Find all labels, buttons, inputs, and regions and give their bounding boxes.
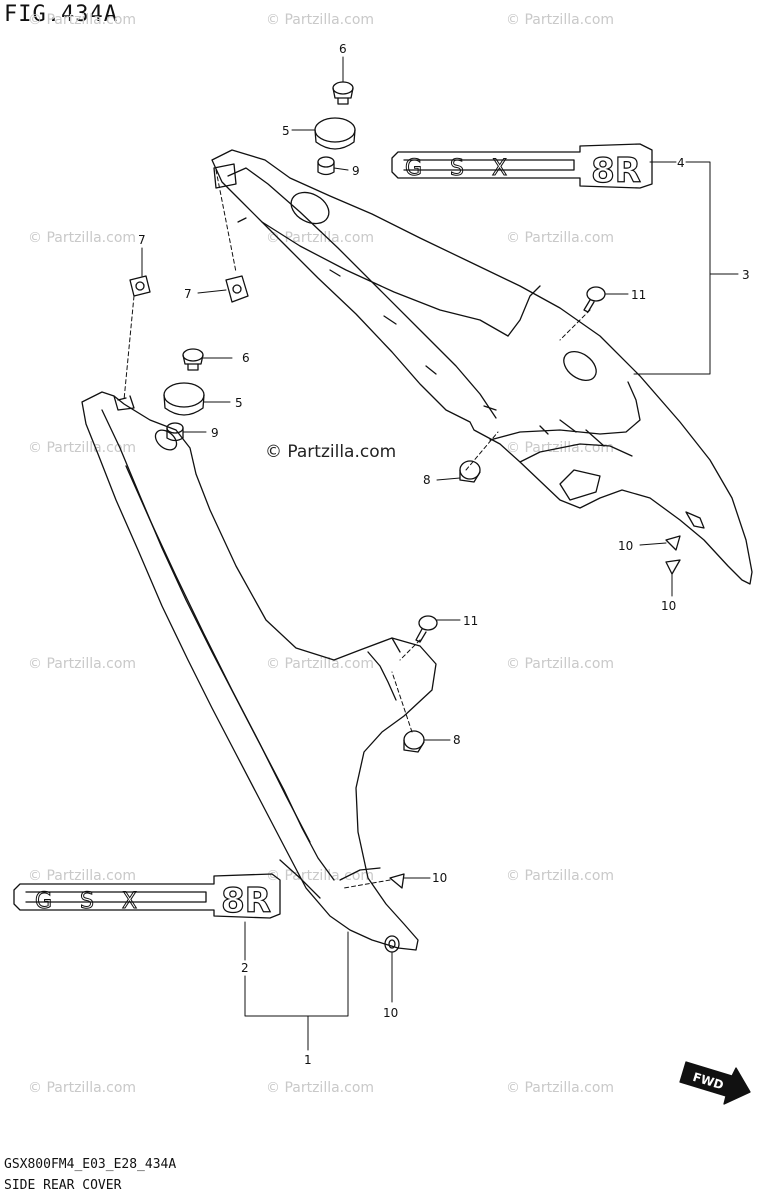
callout-11-upper[interactable]: 11 xyxy=(631,288,646,302)
callout-6-mid[interactable]: 6 xyxy=(242,351,250,365)
watermark: © Partzilla.com xyxy=(28,12,137,28)
watermark: © Partzilla.com xyxy=(506,656,615,672)
clip-part-10-right-a[interactable] xyxy=(665,535,681,551)
callout-2[interactable]: 2 xyxy=(241,961,249,975)
watermark: © Partzilla.com xyxy=(506,1080,615,1096)
callout-9-mid[interactable]: 9 xyxy=(211,426,219,440)
callout-10-lower-a[interactable]: 10 xyxy=(432,871,447,885)
spacer-part-9-top[interactable] xyxy=(317,156,335,176)
bolt-part-8-lower[interactable] xyxy=(403,730,425,753)
callout-10-right-b[interactable]: 10 xyxy=(661,599,676,613)
callout-8-upper[interactable]: 8 xyxy=(423,473,431,487)
badge-model-text: 8R xyxy=(221,881,271,921)
badge-model-text: 8R xyxy=(591,151,641,191)
badge-gsx-text: GSX xyxy=(405,156,535,181)
leader-lines xyxy=(123,56,739,1051)
right-side-cover[interactable] xyxy=(211,149,753,585)
screw-part-11-upper[interactable] xyxy=(583,286,606,313)
callout-5-top[interactable]: 5 xyxy=(282,124,290,138)
watermark: © Partzilla.com xyxy=(28,868,137,884)
cushion-part-6-mid[interactable] xyxy=(182,348,204,371)
gsx-badge-lower[interactable] xyxy=(13,873,281,919)
callout-10-lower-b[interactable]: 10 xyxy=(383,1006,398,1020)
nut-part-7-left[interactable] xyxy=(225,275,249,303)
callout-7-left[interactable]: 7 xyxy=(184,287,192,301)
spacer-part-9-mid[interactable] xyxy=(166,422,184,442)
watermark: © Partzilla.com xyxy=(28,656,137,672)
watermark: © Partzilla.com xyxy=(28,230,137,246)
cushion-part-6-top[interactable] xyxy=(332,81,354,105)
watermark: © Partzilla.com xyxy=(266,12,375,28)
screw-part-11-lower[interactable] xyxy=(415,615,438,643)
callout-9-top[interactable]: 9 xyxy=(352,164,360,178)
figure-code: GSX800FM4_E03_E28_434A xyxy=(4,1157,177,1172)
bolt-part-8-upper[interactable] xyxy=(459,460,481,483)
grommet-part-5-top[interactable] xyxy=(314,117,356,150)
center-watermark: © Partzilla.com xyxy=(265,442,397,462)
nut-part-7-top[interactable] xyxy=(129,275,151,297)
left-side-cover[interactable] xyxy=(81,391,437,951)
callout-7-top[interactable]: 7 xyxy=(138,233,146,247)
watermark: © Partzilla.com xyxy=(506,868,615,884)
gsx-badge-upper[interactable] xyxy=(391,143,653,189)
watermark: © Partzilla.com xyxy=(266,1080,375,1096)
callout-3[interactable]: 3 xyxy=(742,268,750,282)
badge-gsx-text: GSX xyxy=(35,889,165,914)
clip-part-10-lower-a[interactable] xyxy=(389,873,405,889)
watermark: © Partzilla.com xyxy=(28,440,137,456)
fwd-arrow xyxy=(679,1061,751,1105)
callout-1[interactable]: 1 xyxy=(304,1053,312,1067)
callout-5-mid[interactable]: 5 xyxy=(235,396,243,410)
figure-description: SIDE REAR COVER xyxy=(4,1178,122,1193)
callout-8-lower[interactable]: 8 xyxy=(453,733,461,747)
grommet-part-5-mid[interactable] xyxy=(163,382,205,416)
callout-10-right-a[interactable]: 10 xyxy=(618,539,633,553)
callout-11-lower[interactable]: 11 xyxy=(463,614,478,628)
watermark: © Partzilla.com xyxy=(28,1080,137,1096)
watermark: © Partzilla.com xyxy=(506,12,615,28)
watermark: © Partzilla.com xyxy=(506,230,615,246)
clip-part-10-right-b[interactable] xyxy=(665,559,681,575)
callout-6-top[interactable]: 6 xyxy=(339,42,347,56)
watermark: © Partzilla.com xyxy=(266,656,375,672)
figure-title: FIG.434A xyxy=(4,2,118,27)
callout-4[interactable]: 4 xyxy=(677,156,685,170)
